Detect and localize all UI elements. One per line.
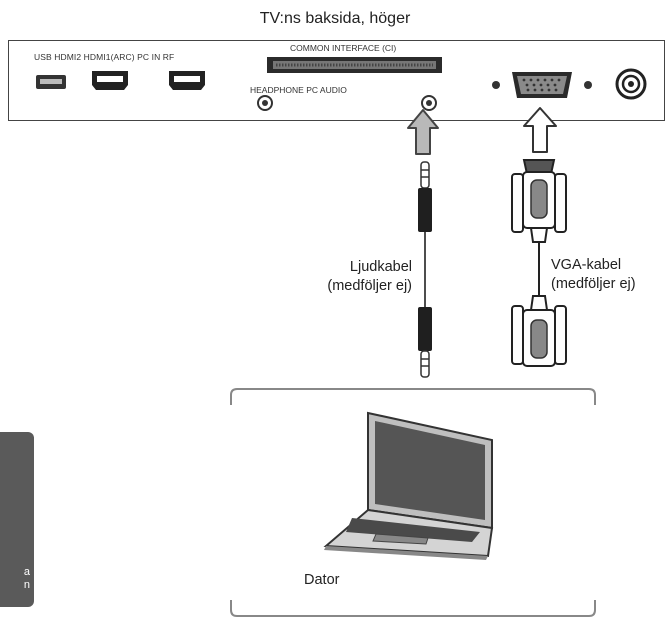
computer-frame [230, 388, 596, 617]
side-tab-text: a n [0, 566, 30, 592]
headphone-jack-icon [257, 95, 273, 111]
audio-arrow-icon [407, 109, 439, 155]
port-labels: USB HDMI2 HDMI1(ARC) PC IN RF [34, 52, 175, 62]
ci-slot-icon [267, 57, 442, 73]
usb-port-icon [36, 75, 66, 89]
vga-port-icon [492, 72, 592, 98]
pc-audio-jack-icon [421, 95, 437, 111]
headphone-port-label: HEADPHONE PC AUDIO [250, 85, 347, 95]
side-tab-text-line2: n [23, 579, 30, 591]
vga-cable-label: VGA-kabel (medföljer ej) [551, 256, 636, 294]
computer-label: Dator [304, 572, 340, 588]
ci-slot-label: COMMON INTERFACE (CI) [290, 43, 397, 53]
audio-cable-icon [418, 161, 432, 378]
side-tab-text-line1: a [23, 566, 30, 578]
audio-cable-label-line1: Ljudkabel [349, 259, 412, 275]
hdmi1-port-icon [169, 71, 205, 90]
audio-cable-label-line2: (medföljer ej) [327, 278, 412, 294]
diagram-title: TV:ns baksida, höger [259, 10, 411, 27]
rf-port-icon [615, 68, 647, 100]
vga-cable-label-line1: VGA-kabel [551, 257, 622, 273]
vga-arrow-icon [523, 107, 557, 153]
laptop-icon [323, 411, 494, 560]
audio-cable-label: Ljudkabel (medföljer ej) [296, 258, 412, 296]
side-tab [0, 432, 34, 607]
hdmi2-port-icon [92, 71, 128, 90]
vga-cable-icon [511, 159, 567, 367]
vga-cable-label-line2: (medföljer ej) [551, 276, 636, 292]
